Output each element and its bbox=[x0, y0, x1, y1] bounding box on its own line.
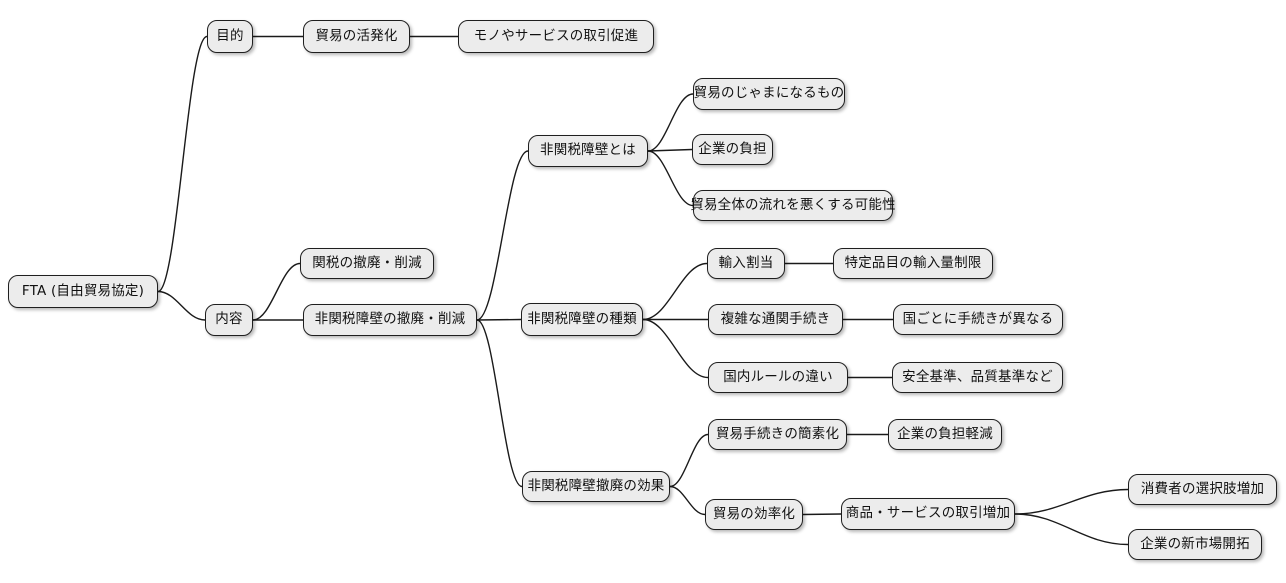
edge-ntb-effects-procedure-simplification bbox=[669, 433, 709, 488]
node-label-ntb-elimination: 非関税障壁の撤廃・削減 bbox=[314, 311, 466, 328]
mindmap-node-content: 内容 bbox=[205, 304, 253, 336]
mindmap-node-procedure-simplification: 貿易手続きの簡素化 bbox=[708, 419, 847, 450]
node-label-ntb-definition: 非関税障壁とは bbox=[540, 142, 636, 159]
node-label-burden-reduction: 企業の負担軽減 bbox=[897, 425, 993, 442]
node-label-complex-customs: 複雑な通関手続き bbox=[720, 310, 831, 327]
mindmap-node-ntb-effects: 非関税障壁撤廃の効果 bbox=[522, 471, 670, 502]
mindmap-node-import-limit: 特定品目の輸入量制限 bbox=[833, 248, 993, 279]
edge-transaction-increase-consumer-choice-increase bbox=[1014, 488, 1129, 515]
edge-root-purpose bbox=[157, 35, 208, 293]
edge-transaction-increase-new-market-development bbox=[1014, 513, 1129, 546]
node-label-procedure-simplification: 貿易手続きの簡素化 bbox=[715, 425, 840, 442]
node-label-transaction-increase: 商品・サービスの取引増加 bbox=[845, 505, 1011, 522]
mindmap-node-transaction-increase: 商品・サービスの取引増加 bbox=[841, 498, 1015, 530]
mindmap-node-trade-flow-harm: 貿易全体の流れを悪くする可能性 bbox=[690, 190, 896, 221]
node-label-root: FTA (自由貿易協定) bbox=[21, 282, 145, 299]
mindmap-node-ntb-types: 非関税障壁の種類 bbox=[521, 303, 643, 336]
edge-ntb-definition-trade-obstacle bbox=[647, 93, 694, 152]
mindmap-node-company-burden: 企業の負担 bbox=[692, 134, 773, 165]
node-label-domestic-rules: 国内ルールの違い bbox=[723, 368, 833, 385]
edge-ntb-types-domestic-rules bbox=[642, 318, 709, 379]
node-label-trade-flow-harm: 貿易全体の流れを悪くする可能性 bbox=[690, 196, 896, 213]
edge-ntb-definition-company-burden bbox=[647, 148, 693, 152]
mindmap-node-root: FTA (自由貿易協定) bbox=[8, 275, 158, 308]
node-label-content: 内容 bbox=[215, 311, 243, 328]
node-label-trade-obstacle: 貿易のじゃまになるもの bbox=[693, 85, 845, 102]
node-label-safety-standards: 安全基準、品質基準など bbox=[902, 368, 1053, 385]
mindmap-node-tariff-elimination: 関税の撤廃・削減 bbox=[300, 248, 434, 279]
mindmap-node-domestic-rules: 国内ルールの違い bbox=[708, 362, 848, 393]
mindmap-node-import-quota: 輸入割当 bbox=[707, 248, 785, 279]
mindmap-node-safety-standards: 安全基準、品質基準など bbox=[892, 362, 1063, 393]
node-label-import-quota: 輸入割当 bbox=[718, 254, 774, 271]
mindmap-node-trade-obstacle: 貿易のじゃまになるもの bbox=[693, 78, 845, 110]
edge-ntb-elimination-ntb-types bbox=[476, 318, 522, 321]
mindmap-node-goods-services-promotion: モノやサービスの取引促進 bbox=[458, 20, 654, 53]
node-label-country-procedures: 国ごとに手続きが異なる bbox=[902, 310, 1054, 327]
edge-ntb-definition-trade-flow-harm bbox=[647, 150, 694, 207]
mindmap-node-purpose: 目的 bbox=[207, 20, 253, 53]
edge-ntb-effects-trade-efficiency bbox=[669, 485, 706, 516]
node-label-new-market-development: 企業の新市場開拓 bbox=[1140, 535, 1250, 552]
edge-trade-efficiency-transaction-increase bbox=[802, 513, 842, 516]
mindmap-node-burden-reduction: 企業の負担軽減 bbox=[888, 419, 1002, 450]
node-label-company-burden: 企業の負担 bbox=[698, 140, 767, 157]
mindmap-node-ntb-definition: 非関税障壁とは bbox=[528, 135, 648, 167]
node-label-trade-efficiency: 貿易の効率化 bbox=[712, 505, 796, 522]
node-label-ntb-effects: 非関税障壁撤廃の効果 bbox=[527, 477, 665, 494]
node-label-purpose: 目的 bbox=[216, 27, 244, 44]
edge-root-content bbox=[157, 290, 206, 321]
edge-ntb-types-import-quota bbox=[642, 262, 708, 321]
node-label-ntb-types: 非関税障壁の種類 bbox=[527, 310, 637, 327]
node-label-tariff-elimination: 関税の撤廃・削減 bbox=[312, 254, 422, 271]
node-label-goods-services-promotion: モノやサービスの取引促進 bbox=[473, 27, 639, 44]
mindmap-node-new-market-development: 企業の新市場開拓 bbox=[1128, 529, 1262, 560]
mindmap-node-trade-activation: 貿易の活発化 bbox=[303, 20, 410, 53]
node-label-trade-activation: 貿易の活発化 bbox=[315, 27, 398, 44]
mindmap-node-consumer-choice-increase: 消費者の選択肢増加 bbox=[1128, 474, 1277, 505]
mindmap-node-complex-customs: 複雑な通関手続き bbox=[708, 304, 843, 335]
node-label-consumer-choice-increase: 消費者の選択肢増加 bbox=[1140, 480, 1265, 497]
edge-content-tariff-elimination bbox=[252, 262, 301, 321]
edge-ntb-elimination-ntb-definition bbox=[476, 150, 529, 321]
edge-ntb-elimination-ntb-effects bbox=[476, 319, 523, 488]
mindmap-node-trade-efficiency: 貿易の効率化 bbox=[705, 499, 803, 530]
mindmap-node-country-procedures: 国ごとに手続きが異なる bbox=[893, 304, 1063, 335]
mindmap-node-ntb-elimination: 非関税障壁の撤廃・削減 bbox=[303, 304, 477, 336]
node-label-import-limit: 特定品目の輸入量制限 bbox=[844, 254, 982, 271]
